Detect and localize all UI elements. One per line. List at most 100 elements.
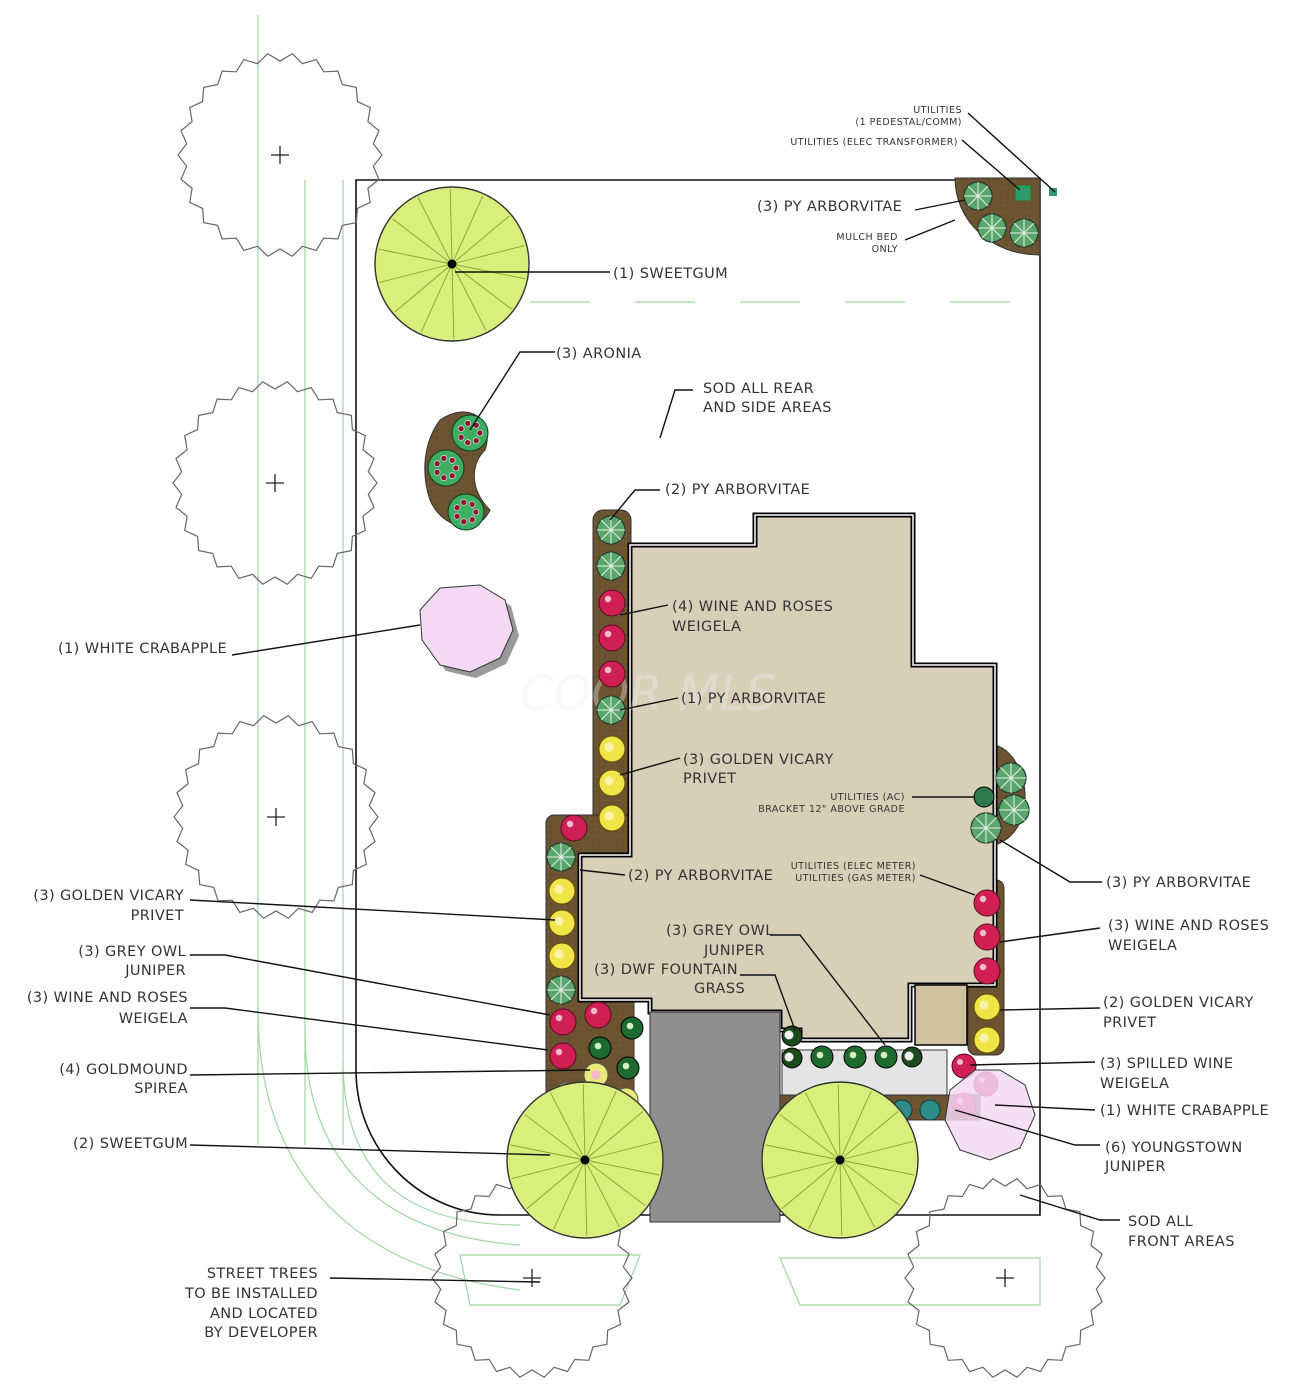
label-sod-front-2: FRONT AREAS: [1128, 1234, 1235, 1250]
label-right-youngstown-1: (6) YOUNGSTOWN: [1105, 1140, 1243, 1156]
label-sod-front-1: SOD ALL: [1128, 1214, 1193, 1230]
label-left-weigela-2: WEIGELA: [119, 1011, 188, 1027]
label-mid-grass-1: (3) DWF FOUNTAIN: [594, 962, 738, 978]
privet-shrub: [598, 769, 626, 797]
label-street-2: TO BE INSTALLED: [184, 1286, 318, 1302]
label-right-weigela-1: (3) WINE AND ROSES: [1108, 918, 1269, 934]
label-py-arb-topright: (3) PY ARBORVITAE: [757, 199, 902, 215]
label-golden-3-1: (3) GOLDEN VICARY: [683, 752, 834, 768]
label-golden-3-2: PRIVET: [683, 771, 736, 787]
weigela-shrub: [584, 1001, 612, 1029]
arborvitae-shrub: [546, 975, 576, 1005]
label-mid-grey-1: (3) GREY OWL: [666, 923, 774, 939]
weigela-shrub: [549, 1042, 577, 1070]
juniper-shrub: [620, 1016, 644, 1040]
label-mulch-2: ONLY: [872, 244, 898, 255]
arborvitae-shrub: [963, 181, 993, 211]
arborvitae-shrub: [596, 695, 626, 725]
arborvitae-shrub: [970, 812, 1002, 844]
utility-ac-marker: [973, 786, 995, 808]
lot-boundary: [355, 179, 1041, 1216]
aronia-shrub: [427, 449, 465, 487]
label-right-golden-2: PRIVET: [1103, 1015, 1156, 1031]
weigela-shrub: [973, 889, 1001, 917]
garage-pad: [914, 984, 968, 1046]
label-util-transformer: UTILITIES (ELEC TRANSFORMER): [790, 137, 958, 148]
sweetgums: [374, 186, 919, 1239]
label-street-3: AND LOCATED: [210, 1306, 318, 1322]
street-tree-outline: [172, 380, 378, 586]
weigela-shrub: [951, 1053, 977, 1079]
label-right-spilled-2: WEIGELA: [1100, 1076, 1169, 1092]
label-street-1: STREET TREES: [207, 1266, 318, 1282]
label-util-gas-meter: UTILITIES (GAS METER): [795, 873, 916, 884]
street-trees: [172, 52, 1106, 1379]
grass-shrub: [901, 1046, 923, 1068]
juniper-shrub: [810, 1045, 834, 1069]
label-mulch-1: MULCH BED: [836, 232, 898, 243]
label-util-ac-2: BRACKET 12" ABOVE GRADE: [758, 804, 905, 815]
weigela-shrub: [973, 923, 1001, 951]
grass-shrub: [781, 1047, 803, 1069]
arborvitae-shrub: [995, 762, 1027, 794]
label-right-youngstown-2: JUNIPER: [1104, 1159, 1166, 1175]
label-left-grey-2: JUNIPER: [124, 963, 186, 979]
label-aronia: (3) ARONIA: [556, 346, 642, 362]
label-py-arb-right: (3) PY ARBORVITAE: [1106, 875, 1251, 891]
weigela-shrub: [973, 957, 1001, 985]
label-right-spilled-1: (3) SPILLED WINE: [1100, 1056, 1234, 1072]
sweetgum-tree: [761, 1081, 919, 1239]
privet-shrub: [973, 1026, 1001, 1054]
juniper-shrub: [588, 1036, 612, 1060]
leader-lines: [189, 112, 1120, 1283]
label-py-arb-1: (1) PY ARBORVITAE: [681, 691, 826, 707]
label-white-crab-left: (1) WHITE CRABAPPLE: [58, 641, 227, 657]
weigela-shrub: [549, 1008, 577, 1036]
arborvitae-shrub: [596, 515, 626, 545]
weigela-shrub: [598, 624, 626, 652]
label-sod-rear-1: SOD ALL REAR: [703, 381, 814, 397]
white-crabapple-right: [944, 1069, 1036, 1161]
youngstown-shrub: [919, 1099, 941, 1121]
arborvitae-shrub: [1009, 218, 1039, 248]
label-py-arb-2b: (2) PY ARBORVITAE: [628, 868, 773, 884]
privet-shrub: [548, 877, 576, 905]
sweetgum-tree: [506, 1081, 664, 1239]
label-left-spirea-2: SPIREA: [134, 1081, 188, 1097]
label-mid-grey-2: JUNIPER: [703, 943, 765, 959]
label-left-golden-2: PRIVET: [131, 908, 184, 924]
label-street-4: BY DEVELOPER: [204, 1325, 318, 1341]
label-weigela-4-2: WEIGELA: [672, 619, 741, 635]
label-left-spirea-1: (4) GOLDMOUND: [59, 1062, 188, 1078]
privet-shrub: [548, 909, 576, 937]
weigela-shrub: [598, 589, 626, 617]
label-util-elec-meter: UTILITIES (ELEC METER): [791, 861, 916, 872]
label-right-crab: (1) WHITE CRABAPPLE: [1100, 1103, 1269, 1119]
driveway: [649, 1011, 781, 1223]
aronia-shrub: [451, 414, 489, 452]
street-tree-outline: [173, 714, 379, 920]
juniper-shrub: [874, 1045, 898, 1069]
privet-shrub: [973, 993, 1001, 1021]
label-sod-rear-2: AND SIDE AREAS: [703, 400, 832, 416]
arborvitae-shrub: [998, 794, 1030, 826]
label-util-ac-1: UTILITIES (AC): [830, 792, 905, 803]
label-weigela-4-1: (4) WINE AND ROSES: [672, 599, 833, 615]
property-lines: [257, 15, 1041, 1306]
label-left-sweetgum: (2) SWEETGUM: [73, 1136, 188, 1152]
privet-shrub: [548, 942, 576, 970]
privet-shrub: [598, 804, 626, 832]
label-left-weigela-1: (3) WINE AND ROSES: [27, 990, 188, 1006]
label-left-golden-1: (3) GOLDEN VICARY: [33, 888, 184, 904]
aronia-shrub: [447, 493, 485, 531]
label-sweetgum-top: (1) SWEETGUM: [613, 266, 728, 282]
watermark: COOR MLS: [520, 666, 776, 722]
label-mid-grass-2: GRASS: [694, 981, 745, 997]
arborvitae-shrub: [977, 213, 1007, 243]
labels: (1) SWEETGUM (3) ARONIA SOD ALL REAR AND…: [27, 105, 1269, 1341]
label-left-grey-1: (3) GREY OWL: [78, 944, 186, 960]
sweetgum-tree: [374, 186, 530, 342]
grass-shrub: [781, 1025, 803, 1047]
arborvitae-shrub: [596, 551, 626, 581]
